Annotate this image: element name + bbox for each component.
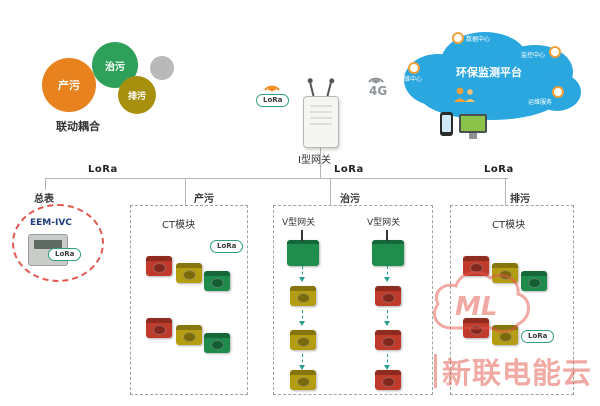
lora-badge-gateway: LoRa — [256, 94, 290, 107]
ct-module-yellow — [290, 330, 316, 350]
box-treat — [273, 205, 433, 395]
meter-model-label: EEM-IVC — [30, 218, 72, 228]
ct-module-yellow — [176, 325, 202, 345]
ct-module-red — [375, 370, 401, 390]
cloud-node-bottom-label: 运维服务 — [528, 99, 553, 106]
ct-module-red — [146, 318, 172, 338]
connector-meter — [45, 178, 46, 190]
cloud-node-right-label: 监控中心 — [521, 52, 546, 59]
flow-arrow-icon — [384, 354, 390, 370]
gear-discharge-icon: 排污 — [118, 76, 156, 114]
cloud-node-icon — [408, 62, 420, 74]
flow-arrow-icon — [299, 354, 305, 370]
ct-module-red — [463, 318, 489, 338]
cloud-platform-title: 环保监测平台 — [456, 66, 522, 79]
ct-module-green — [521, 271, 547, 291]
ct-module-red — [463, 256, 489, 276]
cloud-node-top-label: 数据中心 — [466, 36, 491, 43]
v-gateway-left-label: V型网关 — [282, 218, 316, 228]
ct-module-yellow — [290, 370, 316, 390]
gear-treat-icon: 治污 — [92, 42, 138, 88]
cloud-node-icon — [552, 86, 564, 98]
flow-arrow-icon — [384, 266, 390, 282]
connector-treat — [330, 178, 331, 205]
ct-module-yellow — [492, 263, 518, 283]
v-gateway-device — [287, 230, 319, 266]
watermark-divider — [434, 354, 437, 388]
gear-produce-icon: 产污 — [42, 58, 96, 112]
connector-produce — [185, 178, 186, 205]
ct-module-red — [375, 330, 401, 350]
small-gear-icon — [150, 56, 174, 80]
bus-lora-center: LoRa — [334, 164, 364, 175]
gear-treat-label: 治污 — [105, 61, 125, 73]
gears-caption: 联动耦合 — [56, 120, 100, 133]
cloud-node-left-label: 运维中心 — [398, 76, 423, 83]
meter-dashed-circle — [12, 204, 104, 282]
monitor-icon — [459, 114, 487, 139]
flow-arrow-icon — [384, 310, 390, 326]
cloud-node-icon — [452, 32, 464, 44]
bus-lora-right: LoRa — [484, 164, 514, 175]
lora-badge-produce: LoRa — [210, 240, 244, 253]
lora-badge-meter: LoRa — [48, 248, 82, 261]
ct-module-yellow — [492, 325, 518, 345]
box-produce-title: 产污 — [194, 194, 214, 205]
meter-group-label: 总表 — [34, 194, 54, 205]
box-treat-title: 治污 — [340, 194, 360, 205]
smartphone-icon — [440, 112, 453, 136]
connector-gateway — [320, 147, 321, 178]
ct-module-red — [375, 286, 401, 306]
ct-module-yellow — [176, 263, 202, 283]
signal-waves-icon — [368, 77, 384, 84]
box-discharge — [450, 205, 574, 395]
bus-lora-left: LoRa — [88, 164, 118, 175]
network-4g-label: 4G — [369, 84, 388, 98]
cloud-node-icon — [549, 46, 561, 58]
flow-arrow-icon — [299, 266, 305, 282]
box-discharge-title: 排污 — [510, 194, 530, 205]
signal-waves-icon — [264, 85, 280, 92]
ct-module-red — [146, 256, 172, 276]
ct-module-green — [204, 333, 230, 353]
type1-gateway-label: I型网关 — [298, 155, 331, 166]
lora-badge-discharge: LoRa — [521, 330, 555, 343]
gear-discharge-label: 排污 — [127, 91, 146, 102]
ct-module-yellow — [290, 286, 316, 306]
ct-module-green — [204, 271, 230, 291]
connector-discharge — [505, 178, 506, 205]
box-discharge-module-label: CT模块 — [492, 220, 526, 231]
cloud-shape — [404, 32, 581, 120]
users-icon — [454, 87, 475, 102]
box-produce-module-label: CT模块 — [162, 220, 196, 231]
flow-arrow-icon — [299, 310, 305, 326]
v-gateway-device — [372, 230, 404, 266]
bus-line — [45, 178, 508, 179]
box-produce — [130, 205, 248, 395]
type1-gateway-device — [303, 96, 339, 148]
v-gateway-right-label: V型网关 — [367, 218, 401, 228]
gear-produce-label: 产污 — [58, 79, 80, 92]
